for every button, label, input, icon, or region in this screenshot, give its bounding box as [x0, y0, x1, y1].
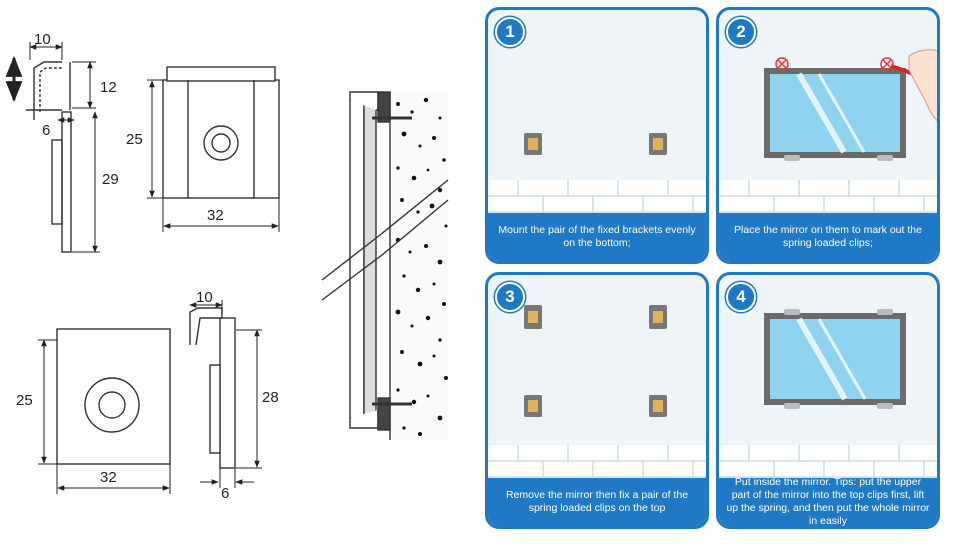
spring-clip-icon [524, 305, 542, 329]
dim-bottom-clip-depth: 6 [221, 485, 229, 502]
step-caption: Mount the pair of the fixed brackets eve… [488, 213, 706, 261]
mirror-icon [764, 309, 906, 409]
step-panel-1: 1 Mount the pair of the fixed brackets e… [485, 7, 709, 264]
step-caption: Remove the mirror then fix a pair of the… [488, 478, 706, 526]
step-number-badge: 2 [726, 17, 756, 47]
spring-clip-front-view [162, 66, 280, 199]
dim-top-clip-width: 10 [34, 31, 51, 48]
technical-drawings: 10 12 6 29 25 32 25 32 [5, 31, 449, 502]
hand-with-pen-icon [890, 49, 937, 122]
mirror-cross-section [321, 91, 449, 431]
dim-bottom-plate-width: 32 [100, 469, 117, 486]
dim-top-clip-depth: 6 [42, 122, 50, 139]
dim-top-clip-height: 12 [100, 79, 117, 96]
dim-top-clip-total: 29 [102, 171, 119, 188]
step-number-badge: 1 [495, 17, 525, 47]
fixed-bracket-icon [524, 395, 542, 417]
spring-clip-icon [649, 305, 667, 329]
step-2-illustration [719, 49, 937, 228]
step-panel-4: 4 Put inside the mirror. Tips: put the u… [716, 272, 940, 529]
dim-bottom-clip-width: 10 [196, 289, 213, 306]
fixed-bracket-front-view [56, 328, 171, 465]
mirror-icon [764, 68, 906, 161]
dim-bottom-plate-height: 25 [16, 392, 33, 409]
step-number-badge: 4 [726, 282, 756, 312]
fixed-bracket-icon [524, 133, 542, 155]
mark-cross-icon [775, 57, 894, 71]
dim-top-plate-height: 25 [126, 131, 143, 148]
dim-top-plate-width: 32 [207, 207, 224, 224]
dim-bottom-clip-total: 28 [262, 389, 279, 406]
step-4-illustration [719, 309, 937, 493]
fixed-bracket-icon [649, 395, 667, 417]
fixed-bracket-icon [649, 133, 667, 155]
spring-clip-side-profile [26, 61, 72, 253]
step-number-badge: 3 [495, 282, 525, 312]
step-panel-2: 2 Place the mirror on them to mark out t… [716, 7, 940, 264]
step-caption: Put inside the mirror. Tips: put the upp… [719, 476, 937, 526]
step-caption: Place the mirror on them to mark out the… [719, 213, 937, 261]
step-panel-3: 3 Remove the mirror then fix a pair of t… [485, 272, 709, 529]
fixed-bracket-side-profile [189, 307, 236, 469]
wall-cross-section [389, 92, 448, 440]
